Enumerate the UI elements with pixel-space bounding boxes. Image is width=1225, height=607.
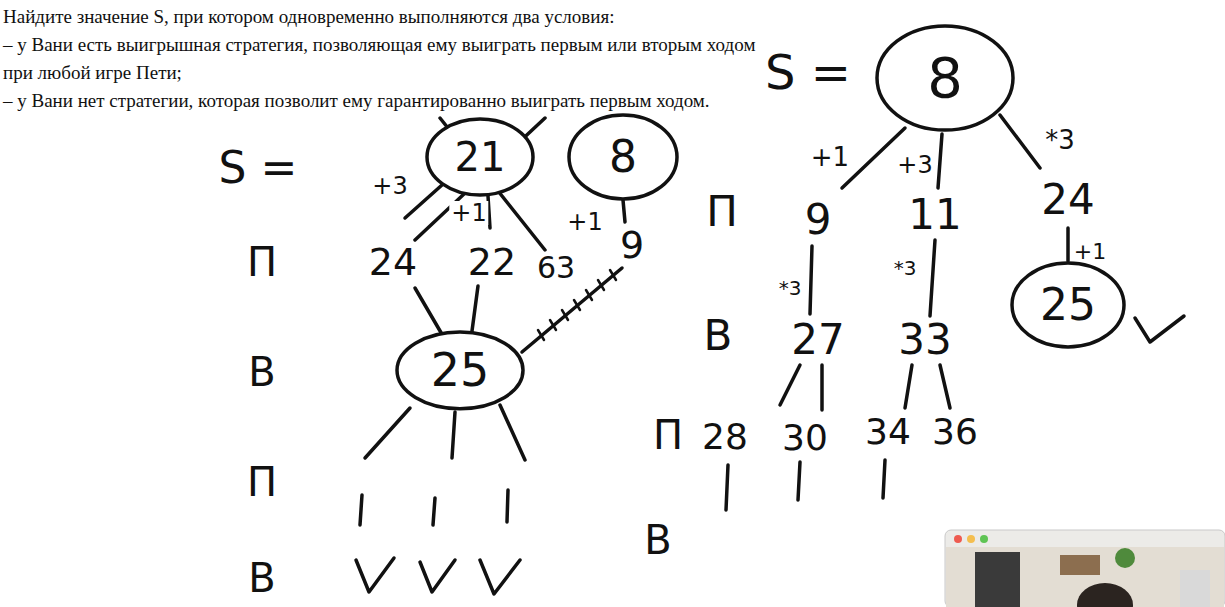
node-number: 25 [429, 347, 492, 393]
move-label: +3 [895, 153, 934, 177]
position-number: 36 [930, 414, 980, 450]
circled-number: 25 [395, 330, 525, 411]
tree-line [623, 200, 625, 222]
tick-mark [360, 495, 362, 525]
plant [1115, 548, 1135, 568]
tree-line [938, 134, 942, 188]
ellipse-outline [397, 332, 523, 409]
window-dot [954, 535, 962, 543]
circled-number: 21 [425, 117, 535, 197]
statement-text: – у Вани нет стратегии, которая позволит… [3, 87, 763, 115]
move-label: *3 [1043, 127, 1077, 153]
tick-mark [507, 490, 508, 522]
ellipse-outline [877, 26, 1013, 130]
statement-text: Найдите значение S, при котором одноврем… [3, 3, 763, 31]
statement-text: – у Вани есть выигрышная стратегия, позв… [3, 31, 763, 87]
tree-line [365, 408, 410, 458]
figure [1180, 570, 1210, 607]
position-number: 33 [896, 319, 953, 361]
turn-marker: П [245, 242, 279, 282]
window-dot [967, 535, 975, 543]
webcam-overlay [945, 530, 1225, 607]
tree-line [810, 246, 812, 314]
turn-marker: В [246, 558, 277, 598]
move-label: +1 [809, 144, 851, 170]
problem-statement: Найдите значение S, при котором одноврем… [3, 3, 763, 115]
tree-line [472, 286, 478, 331]
node-number: 8 [607, 135, 639, 179]
position-number: 28 [700, 419, 750, 455]
tree-line [930, 240, 935, 316]
turn-marker: В [702, 315, 735, 357]
position-number: 27 [789, 319, 846, 361]
tree-line [940, 365, 950, 408]
tick-mark [883, 460, 885, 498]
poster [975, 552, 1020, 607]
strike-line [415, 118, 545, 240]
circled-number: 25 [1010, 261, 1126, 349]
equation-start: S = [217, 146, 300, 190]
position-number: 9 [618, 226, 646, 264]
move-label: +3 [370, 174, 409, 198]
node-number: 25 [1038, 283, 1098, 327]
move-label: *3 [777, 278, 804, 298]
position-number: 22 [466, 243, 518, 281]
tree-line [1066, 228, 1070, 261]
tree-line [1000, 115, 1040, 168]
shelf [1060, 555, 1100, 575]
tick-mark [726, 465, 728, 510]
position-number: 9 [803, 199, 834, 241]
move-label: +1 [1072, 241, 1108, 263]
position-number: 34 [863, 414, 913, 450]
circled-number: 8 [875, 24, 1015, 132]
tree-line [780, 365, 800, 405]
check-mark [480, 560, 520, 594]
person-head [1077, 583, 1133, 607]
tree-line [500, 405, 525, 460]
turn-marker: П [704, 191, 740, 233]
tick-mark [798, 462, 800, 500]
check-mark [356, 558, 394, 592]
circled-number: 8 [567, 113, 679, 201]
turn-marker: В [246, 352, 277, 392]
tree-line [452, 412, 455, 458]
position-number: 24 [367, 243, 419, 281]
turn-marker: В [642, 520, 673, 560]
check-mark [420, 560, 455, 592]
tree-line [905, 365, 912, 408]
node-number: 8 [925, 50, 965, 106]
tree-line [415, 288, 443, 336]
node-number: 21 [453, 137, 508, 177]
tick-mark [433, 498, 435, 525]
turn-marker: П [651, 415, 685, 455]
position-number: 11 [906, 194, 963, 236]
position-number: 30 [780, 420, 830, 456]
ellipse-outline [569, 115, 677, 199]
move-label: +1 [449, 201, 488, 225]
tree-line [820, 365, 824, 410]
position-number: 63 [535, 253, 577, 283]
ellipse-outline [1012, 263, 1124, 347]
position-number: 24 [1039, 179, 1096, 221]
ellipse-outline [427, 119, 533, 195]
move-label: +1 [565, 210, 604, 234]
move-label: *3 [892, 258, 919, 278]
equation-start: S = [763, 48, 853, 96]
check-mark [1135, 316, 1184, 342]
window-dot [980, 535, 988, 543]
tree-line [405, 185, 442, 218]
turn-marker: П [245, 462, 279, 502]
